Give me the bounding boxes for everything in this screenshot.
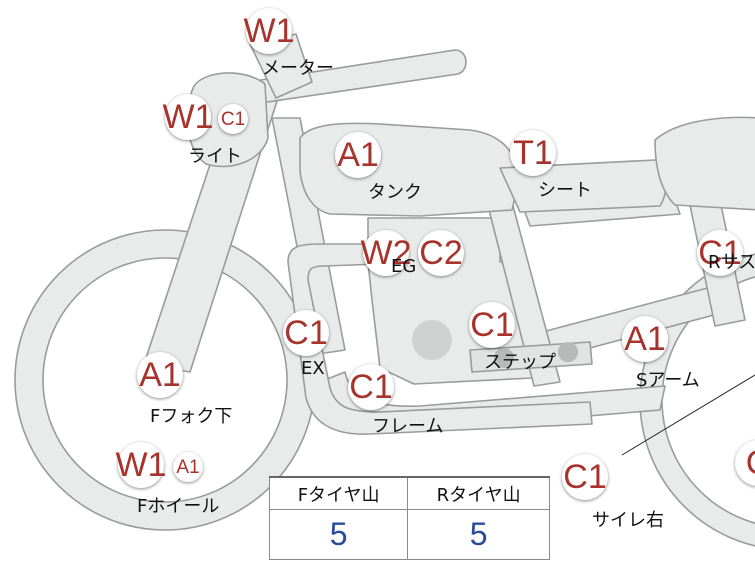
- step-label: ステップ: [484, 352, 556, 373]
- step-peg-right: [558, 342, 578, 362]
- meter-label: メーター: [262, 58, 334, 79]
- front-wheel-damage-badge-w1: W1: [116, 442, 167, 488]
- front-tire-header: Fタイヤ山: [268, 476, 409, 510]
- rear-cowl: [654, 116, 755, 211]
- rear-tire-value: 5: [407, 509, 550, 560]
- light-damage-badge-w1: W1: [163, 94, 214, 140]
- engine-cover: [412, 320, 452, 360]
- meter-damage-badge: W1: [244, 8, 295, 54]
- seat-damage-badge: T1: [510, 130, 556, 176]
- tire-table-value-row: 5 5: [268, 509, 550, 560]
- rear-suspension-label: Rサス: [708, 252, 755, 273]
- rear-tire-header: Rタイヤ山: [407, 476, 550, 510]
- exhaust-pipe: [287, 243, 593, 435]
- seat-label: シート: [538, 180, 592, 201]
- tank-damage-badge: A1: [335, 132, 381, 178]
- silencer-leader-line: [621, 374, 755, 456]
- exhaust-label: EX: [301, 358, 325, 379]
- engine-label: EG: [391, 256, 417, 277]
- swing-arm-label: Sアーム: [636, 370, 700, 391]
- tank-label: タンク: [368, 182, 422, 203]
- front-tire-value: 5: [268, 509, 409, 560]
- frame-label: フレーム: [372, 416, 444, 437]
- front-wheel-label: Fホイール: [137, 496, 220, 517]
- light-damage-badge-c1: C1: [218, 104, 248, 134]
- frame-damage-badge: C1: [348, 364, 394, 410]
- step-peg-left: [494, 348, 514, 368]
- light-label: ライト: [188, 146, 242, 167]
- engine-damage-badge-w2: W2: [361, 230, 412, 276]
- front-fork-damage-badge: A1: [137, 352, 183, 398]
- tire-tread-table: Fタイヤ山 Rタイヤ山 5 5: [268, 476, 550, 560]
- exhaust-damage-badge: C1: [283, 310, 329, 356]
- step-damage-badge: C1: [469, 302, 515, 348]
- engine-damage-badge-c2: C2: [418, 230, 464, 276]
- silencer-damage-badge: C1: [562, 454, 608, 500]
- front-wheel-damage-badge-a1: A1: [173, 452, 203, 482]
- front-fork-label: Fフォク下: [150, 406, 233, 427]
- swing-arm-damage-badge: A1: [622, 316, 668, 362]
- tire-table-header-row: Fタイヤ山 Rタイヤ山: [268, 476, 550, 510]
- rear-suspension-damage-badge: C1: [697, 230, 743, 276]
- silencer-label: サイレ右: [592, 510, 664, 531]
- rear-wheel-damage-badge-partial: C: [735, 440, 755, 486]
